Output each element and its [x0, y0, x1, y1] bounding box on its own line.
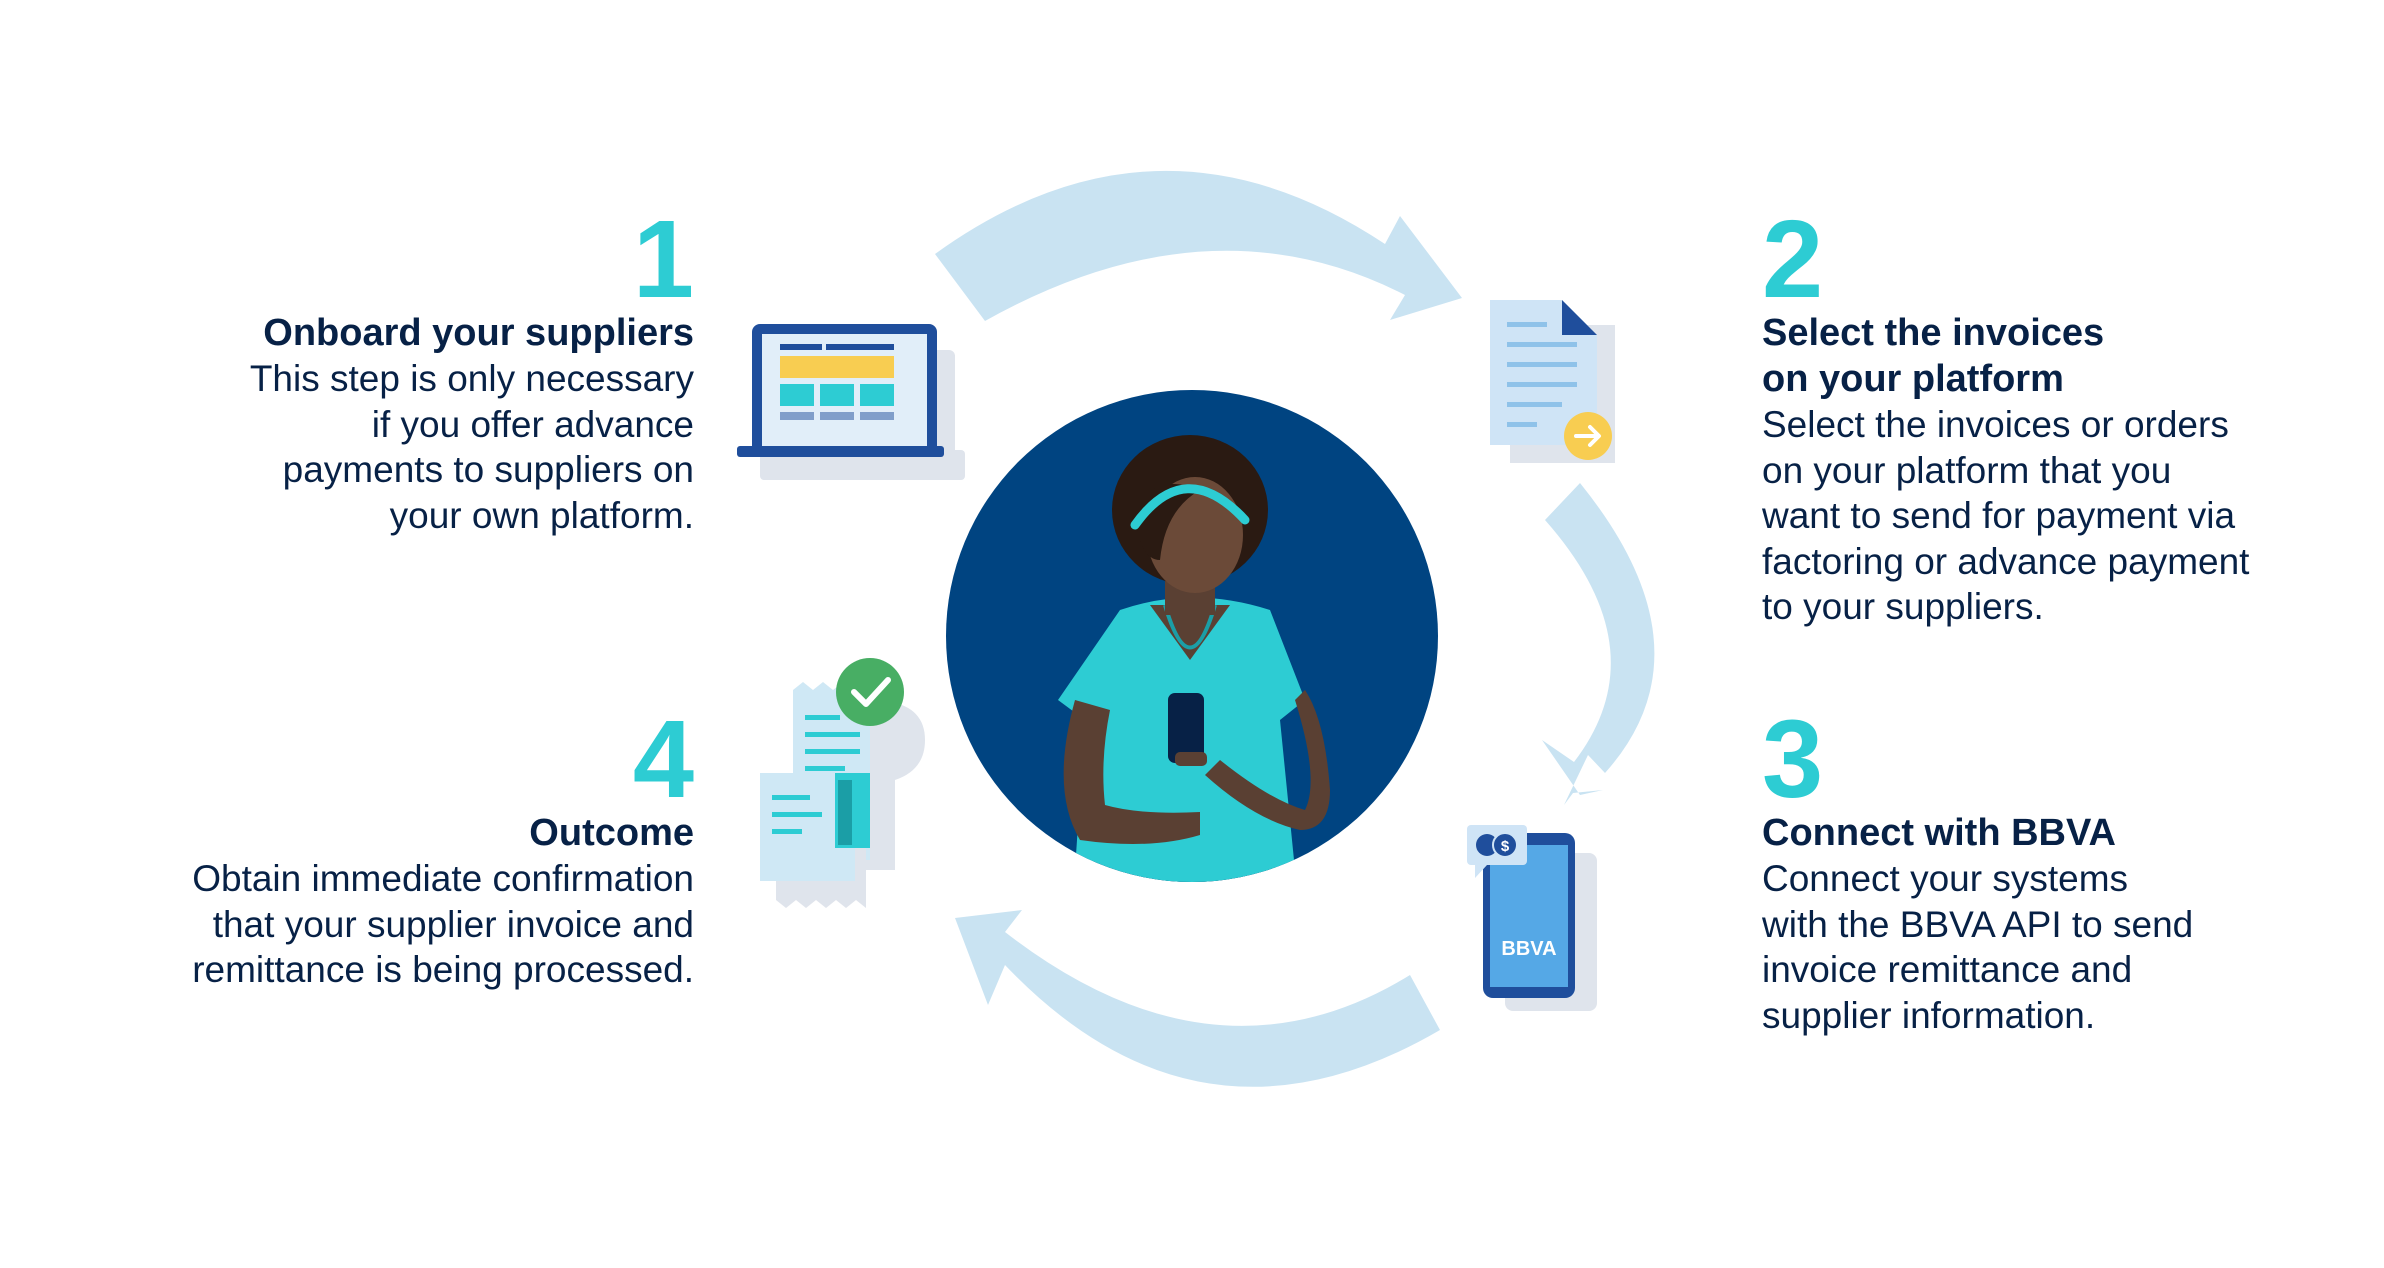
step-4-desc-line: remittance is being processed. — [192, 949, 694, 990]
center-illustration — [946, 390, 1438, 882]
step-1-desc-line: if you offer advance — [371, 403, 694, 445]
step-1-desc-line: payments to suppliers on — [282, 449, 694, 490]
step-3-desc-line: invoice remittance and — [1762, 949, 2133, 990]
step-2-desc-line: want to send for payment via — [1762, 495, 2236, 536]
step-2-title-line: on your platform — [1762, 358, 2064, 400]
step-2-title-line: Select the invoices — [1762, 312, 2105, 354]
smartphone-icon: BBVA $ — [1467, 825, 1597, 1011]
step-4-desc-line: that your supplier invoice and — [212, 903, 694, 945]
cycle-arrow-top — [935, 170, 1462, 321]
step-2-desc-line: Select the invoices or orders — [1762, 404, 2229, 445]
step-1-number: 1 — [632, 198, 694, 321]
phone-brand-label: BBVA — [1501, 938, 1556, 960]
receipt-check-icon — [760, 658, 925, 908]
step-3-desc-line: with the BBVA API to send — [1762, 903, 2194, 945]
cycle-arrow-right — [1542, 483, 1655, 805]
step-1-desc-line: This step is only necessary — [249, 358, 694, 399]
step-2-desc-line: to your suppliers. — [1762, 586, 2044, 627]
laptop-icon — [737, 324, 965, 480]
step-3-title: Connect with BBVA — [1762, 812, 2116, 854]
step-3-desc-line: Connect your systems — [1762, 858, 2129, 899]
step-4-desc-line: Obtain immediate confirmation — [192, 858, 694, 899]
cycle-arrow-bottom — [955, 910, 1440, 1087]
step-3-desc-line: supplier information. — [1762, 994, 2096, 1036]
svg-text:$: $ — [1501, 838, 1510, 855]
step-1-desc-line: your own platform. — [389, 494, 694, 536]
step-4-number: 4 — [632, 698, 694, 821]
step-1-text: Onboard your suppliers This step is only… — [134, 310, 694, 538]
step-2-desc-line: on your platform that you — [1762, 449, 2172, 491]
invoice-document-icon — [1490, 300, 1615, 463]
step-3-text: Connect with BBVA Connect your systems w… — [1762, 810, 2322, 1038]
step-2-desc-line: factoring or advance payment — [1762, 540, 2250, 582]
step-1-title: Onboard your suppliers — [263, 312, 694, 354]
step-2-number: 2 — [1762, 198, 1824, 321]
step-3-number: 3 — [1762, 698, 1824, 821]
step-4-title: Outcome — [529, 812, 694, 854]
step-2-text: Select the invoices on your platform Sel… — [1762, 310, 2362, 630]
step-4-text: Outcome Obtain immediate confirmation th… — [74, 810, 694, 993]
